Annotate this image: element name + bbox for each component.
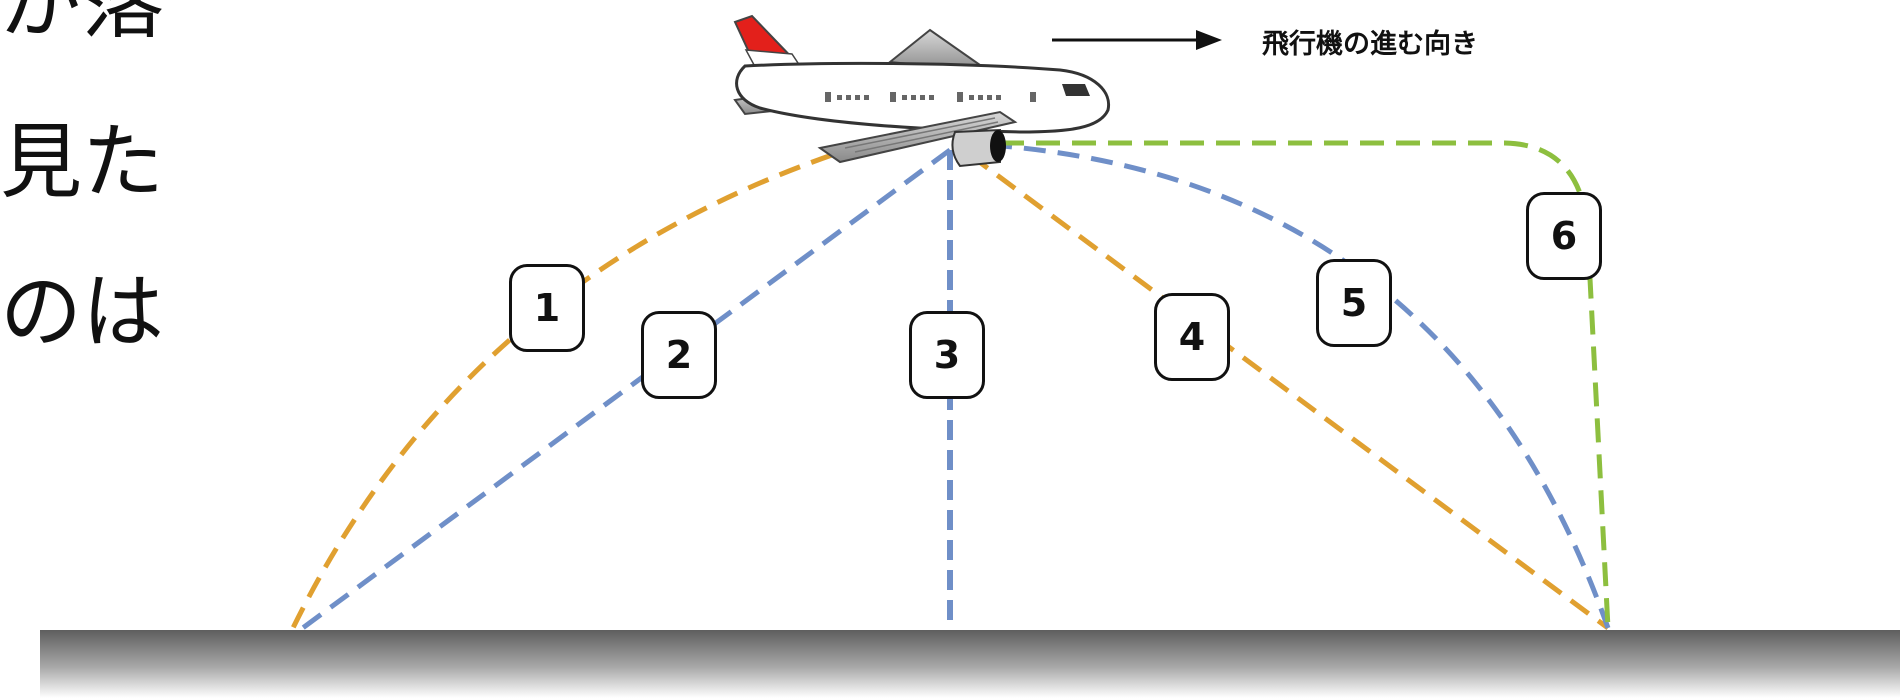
- path-label-6: 6: [1526, 192, 1602, 280]
- path-1: [289, 152, 833, 632]
- side-text-line-1: が落: [0, 0, 165, 50]
- path-label-1: 1: [509, 264, 585, 352]
- ground: [40, 630, 1900, 698]
- path-label-4: 4: [1154, 293, 1230, 381]
- path-5: [989, 142, 1611, 629]
- arrow-right-icon: [1052, 30, 1222, 50]
- side-text-line-2: 見た: [0, 115, 165, 210]
- path-2: [298, 147, 952, 633]
- airplane-icon: [733, 14, 1111, 168]
- path-label-3: 3: [909, 311, 985, 399]
- direction-label: 飛行機の進む向き: [1262, 29, 1478, 60]
- path-label-2: 2: [641, 311, 717, 399]
- side-text-line-3: のは: [0, 265, 165, 360]
- path-6: [1000, 140, 1611, 629]
- path-label-5: 5: [1316, 259, 1392, 347]
- path-4: [968, 152, 1610, 631]
